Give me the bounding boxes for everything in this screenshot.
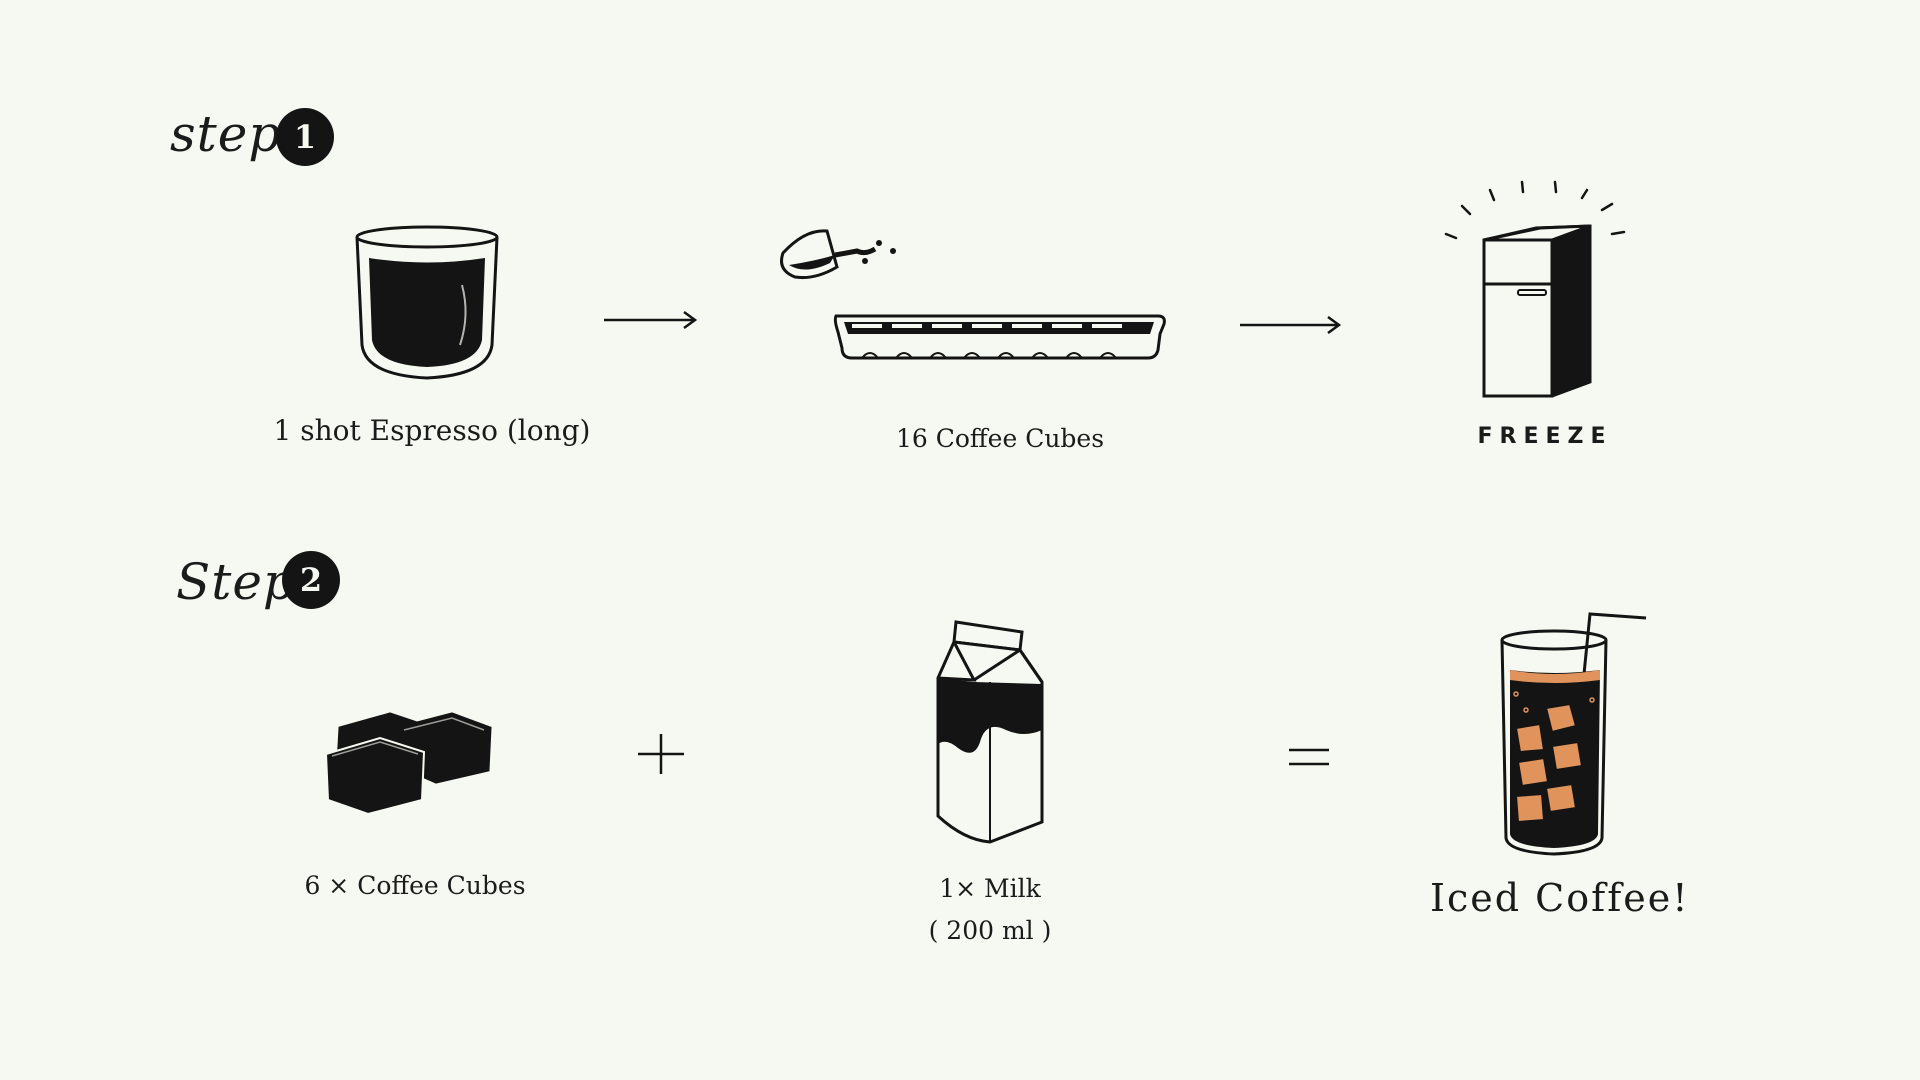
- arrow-right-icon: [1240, 315, 1342, 335]
- step-2-badge: 2: [282, 551, 340, 609]
- milk-caption-line2: ( 200 ml ): [928, 916, 1052, 945]
- step-2-title: Step: [176, 553, 296, 611]
- step-1-badge: 1: [276, 108, 334, 166]
- milk-carton-icon: [936, 620, 1044, 844]
- pouring-shot-icon: [780, 229, 896, 279]
- tray-caption: 16 Coffee Cubes: [895, 424, 1105, 453]
- coffee-cubes-icon: [324, 712, 492, 816]
- iced-coffee-icon: [1500, 612, 1647, 856]
- milk-caption-line1: 1× Milk: [939, 874, 1041, 903]
- step-1-title: step: [170, 105, 282, 163]
- equals-icon: [1289, 748, 1329, 766]
- espresso-caption: 1 shot Espresso (long): [273, 414, 591, 447]
- cubes-caption: 6 × Coffee Cubes: [304, 871, 526, 900]
- freeze-caption: FREEZE: [1477, 424, 1613, 449]
- plus-icon: [638, 734, 684, 774]
- fridge-icon: [1444, 180, 1626, 398]
- arrow-right-icon: [604, 310, 698, 330]
- ice-tray-icon: [833, 314, 1166, 360]
- espresso-glass-icon: [355, 225, 499, 380]
- result-caption: Iced Coffee!: [1430, 876, 1690, 920]
